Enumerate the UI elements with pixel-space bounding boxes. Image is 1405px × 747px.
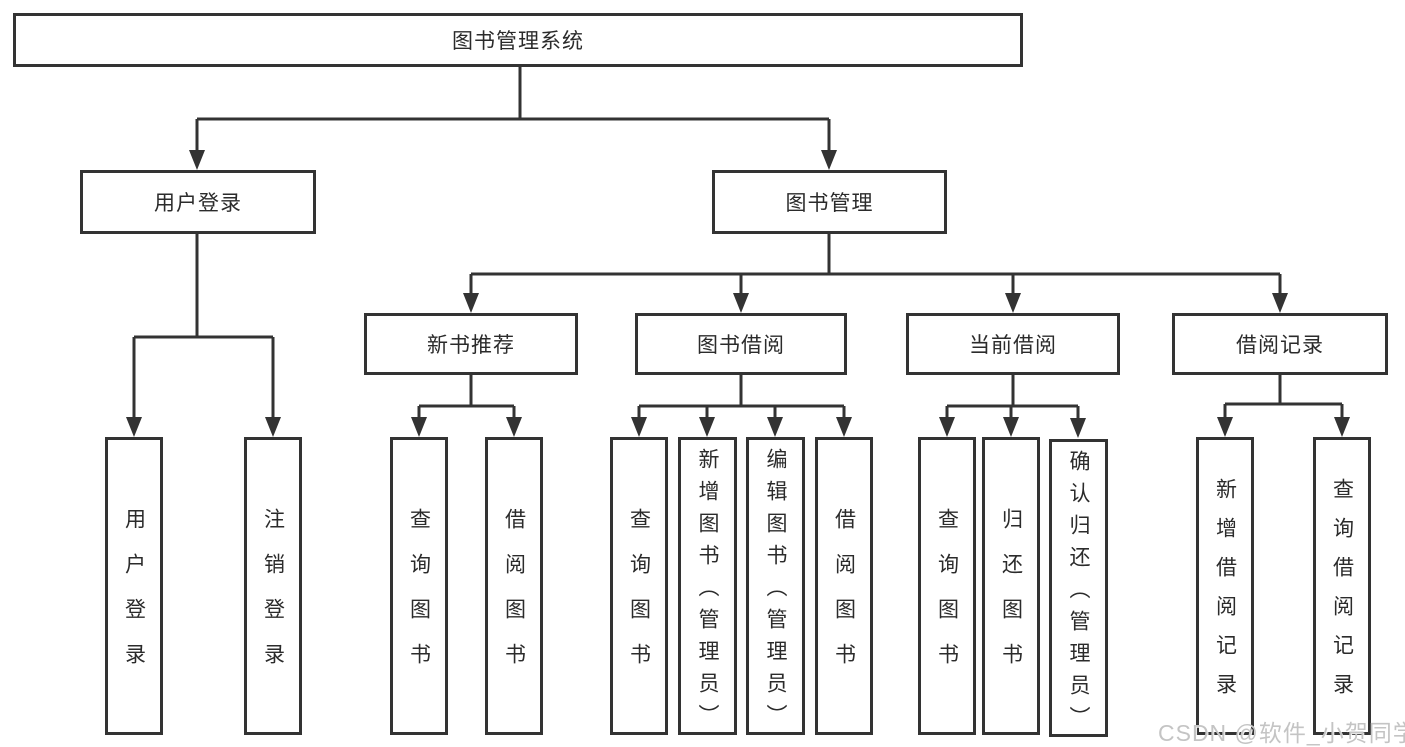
node-user-login: 用户登录 [80, 170, 316, 234]
connector-new-book-recommendation [411, 375, 522, 437]
watermark-text: CSDN @软件_小贺同学 [1158, 720, 1405, 746]
leaf-label: 查询图书 [935, 508, 959, 688]
leaf-label: 借阅图书 [502, 508, 526, 688]
connector-root [189, 67, 837, 170]
leaf-borrow-books-recommend: 借阅图书 [485, 437, 543, 735]
connector-book-borrowing [631, 375, 852, 437]
leaf-borrow-books-borrowing: 借阅图书 [815, 437, 873, 735]
connector-borrowing-records [1217, 375, 1350, 437]
leaf-label: 用户登录 [122, 508, 146, 688]
leaf-query-books-recommend: 查询图书 [390, 437, 448, 735]
leaf-label: 归还图书 [999, 508, 1023, 688]
leaf-label: 新增借阅记录 [1213, 478, 1237, 712]
leaf-label: 新增图书（管理员） [696, 448, 719, 736]
node-current-borrowing: 当前借阅 [906, 313, 1120, 375]
leaf-label: 查询图书 [407, 508, 431, 688]
node-label: 当前借阅 [969, 334, 1057, 357]
node-label: 图书管理系统 [452, 30, 584, 53]
leaf-label: 编辑图书（管理员） [764, 448, 787, 736]
node-borrowing-records: 借阅记录 [1172, 313, 1388, 375]
leaf-label: 查询借阅记录 [1330, 478, 1354, 712]
connector-current-borrowing [939, 375, 1086, 438]
leaf-label: 确认归还（管理员） [1067, 450, 1090, 738]
node-label: 新书推荐 [427, 334, 515, 357]
node-label: 借阅记录 [1236, 334, 1324, 357]
leaf-label: 查询图书 [627, 508, 651, 688]
connector-user-login [126, 234, 281, 437]
leaf-query-borrow-record: 查询借阅记录 [1313, 437, 1371, 735]
leaf-add-borrow-record: 新增借阅记录 [1196, 437, 1254, 735]
node-label: 图书借阅 [697, 334, 785, 357]
node-library-system: 图书管理系统 [13, 13, 1023, 67]
leaf-edit-books-admin: 编辑图书（管理员） [746, 437, 805, 736]
leaf-label: 借阅图书 [832, 508, 856, 688]
node-label: 图书管理 [785, 192, 874, 215]
leaf-query-books-current: 查询图书 [918, 437, 976, 735]
connector-book-management [463, 234, 1288, 313]
leaf-return-books: 归还图书 [982, 437, 1040, 735]
leaf-label: 注销登录 [261, 508, 285, 688]
leaf-add-books-admin: 新增图书（管理员） [678, 437, 737, 736]
node-book-borrowing: 图书借阅 [635, 313, 847, 375]
leaf-query-books-borrowing: 查询图书 [610, 437, 668, 735]
leaf-confirm-return-admin: 确认归还（管理员） [1049, 439, 1108, 738]
node-book-management: 图书管理 [712, 170, 947, 234]
node-new-book-recommendation: 新书推荐 [364, 313, 578, 375]
leaf-logout: 注销登录 [244, 437, 302, 735]
node-label: 用户登录 [154, 192, 242, 215]
leaf-user-login: 用户登录 [105, 437, 163, 735]
